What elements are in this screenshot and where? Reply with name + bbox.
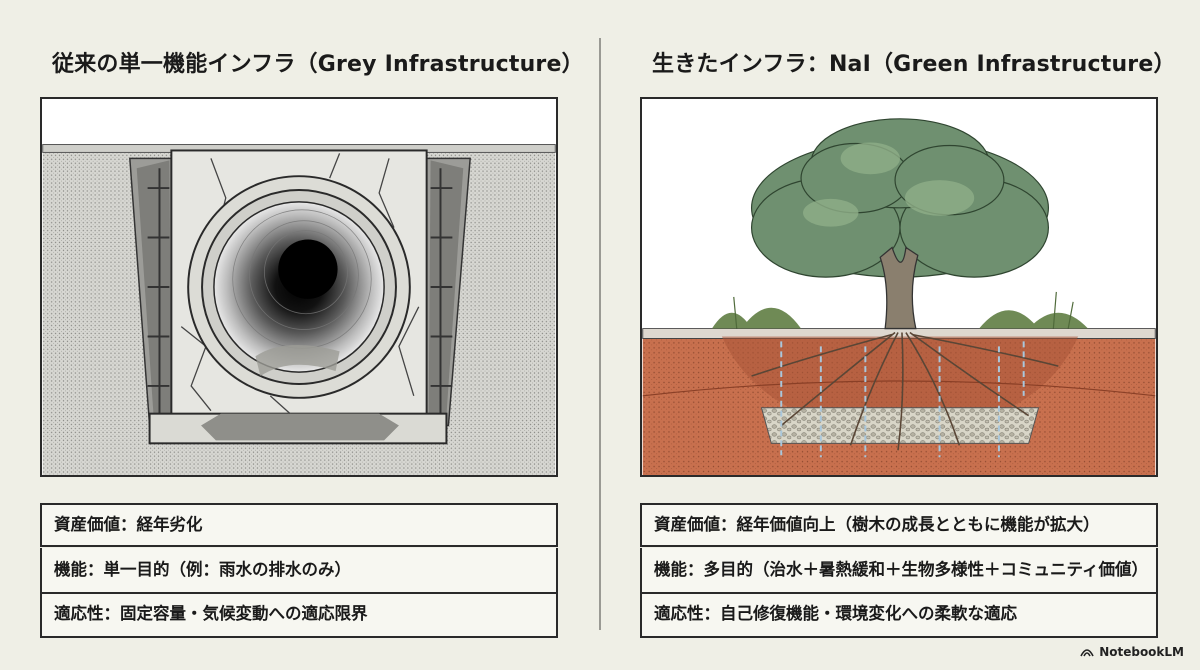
notebooklm-logo-icon <box>1080 649 1094 657</box>
watermark-text: NotebookLM <box>1099 645 1184 659</box>
grey-panel-title: 従来の単一機能インフラ（Grey Infrastructure） <box>52 52 584 77</box>
grey-asset-value-row: 資産価値：経年劣化 <box>40 503 558 547</box>
center-divider <box>599 38 601 630</box>
tree-root-illustration <box>640 97 1158 477</box>
green-adaptability-row: 適応性：自己修復機能・環境変化への柔軟な適応 <box>640 594 1158 638</box>
notebooklm-watermark: NotebookLM <box>1080 645 1184 659</box>
green-asset-value-row: 資産価値：経年価値向上（樹木の成長とともに機能が拡大） <box>640 503 1158 547</box>
grey-function-row: 機能：単一目的（例：雨水の排水のみ） <box>40 548 558 594</box>
green-panel-title: 生きたインフラ：NaI（Green Infrastructure） <box>652 52 1176 77</box>
concrete-pipe-illustration <box>40 97 558 477</box>
grey-adaptability-row: 適応性：固定容量・気候変動への適応限界 <box>40 594 558 638</box>
green-function-row: 機能：多目的（治水＋暑熱緩和＋生物多様性＋コミュニティ価値） <box>640 548 1158 594</box>
